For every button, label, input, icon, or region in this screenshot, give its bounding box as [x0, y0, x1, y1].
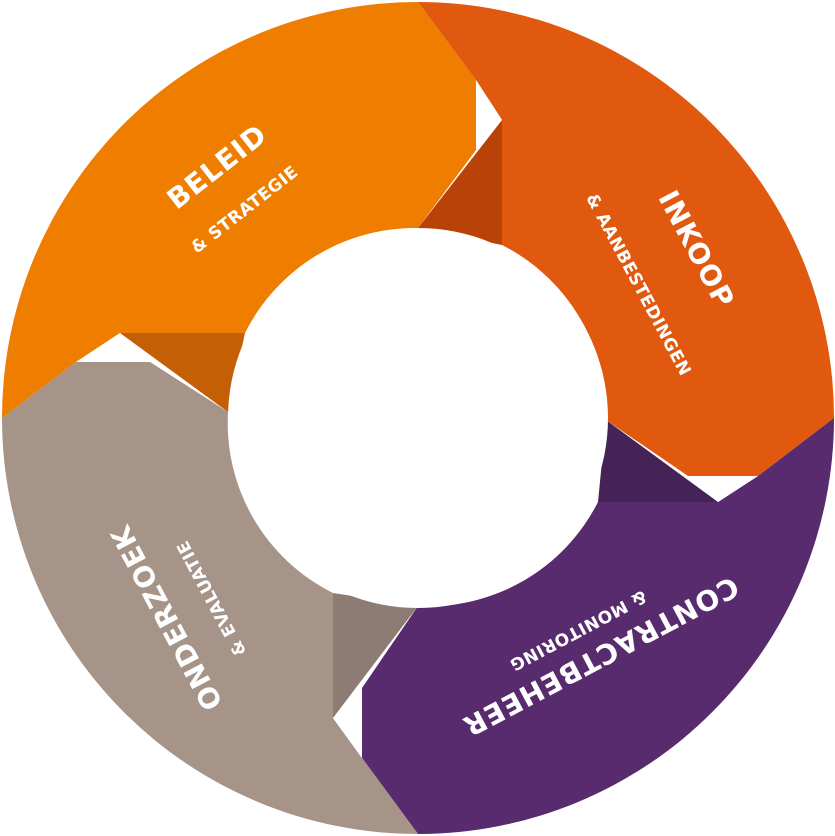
segment-inkoop	[418, 2, 834, 476]
inkoop-fold	[418, 120, 502, 245]
notch-left	[76, 333, 150, 362]
center-hole	[228, 228, 608, 608]
segment-beleid	[2, 2, 476, 418]
contractbeheer-fold	[598, 420, 718, 502]
notch-top	[476, 80, 502, 150]
notch-right	[688, 476, 758, 502]
segment-onderzoek	[2, 362, 418, 834]
beleid-fold	[120, 333, 245, 412]
segment-contractbeheer	[362, 418, 834, 834]
notch-bottom	[333, 688, 362, 758]
onderzoek-fold	[333, 593, 418, 718]
